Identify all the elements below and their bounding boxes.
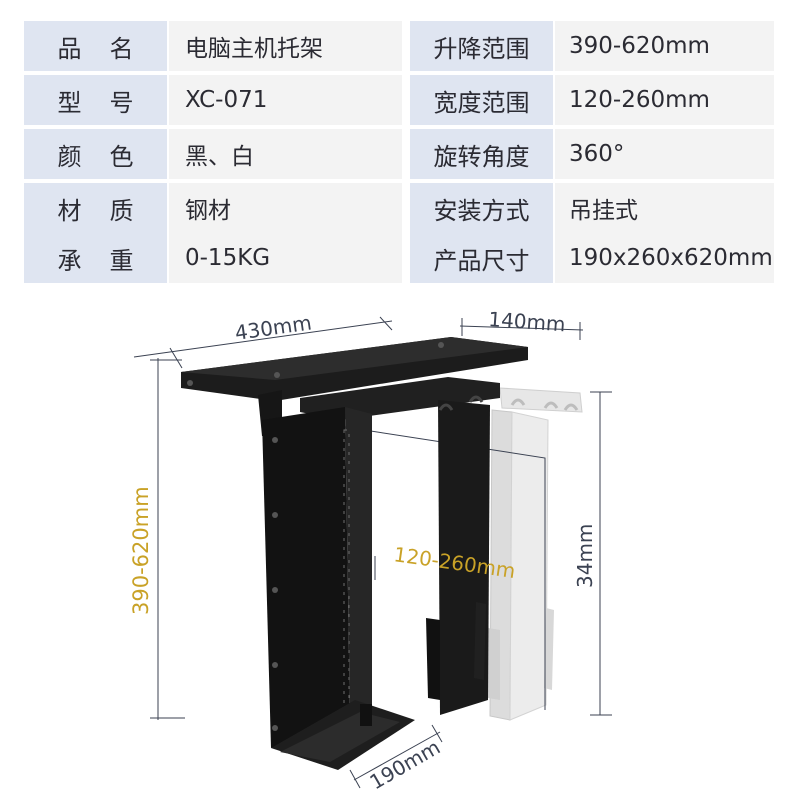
product-diagram: 430mm 140mm 390-620mm 120-260mm 34mm 190… bbox=[129, 307, 612, 794]
dim-label-height-range: 390-620mm bbox=[129, 486, 153, 615]
dim-label-width-top: 430mm bbox=[233, 310, 313, 345]
spec-row-color: 颜色 黑、白 bbox=[24, 129, 402, 179]
spec-key: 升降范围 bbox=[410, 21, 553, 71]
dim-label-depth-top: 140mm bbox=[488, 307, 567, 336]
spec-key: 产品尺寸 bbox=[410, 233, 553, 283]
spec-row-model: 型号 XC-071 bbox=[24, 75, 402, 125]
spec-value: 0-15KG bbox=[169, 233, 402, 283]
spec-table: 品名 电脑主机托架 型号 XC-071 颜色 黑、白 材质 钢材 承重 0-15… bbox=[0, 0, 800, 284]
spec-value: 黑、白 bbox=[169, 129, 402, 179]
spec-key: 旋转角度 bbox=[410, 129, 553, 179]
spec-row-material: 材质 钢材 bbox=[24, 183, 402, 233]
spec-row-install: 安装方式 吊挂式 bbox=[410, 183, 774, 233]
bracket-black bbox=[181, 337, 528, 770]
dim-label-side-height: 34mm bbox=[573, 524, 597, 588]
spec-value: 吊挂式 bbox=[555, 183, 774, 233]
spec-key: 型号 bbox=[24, 75, 167, 125]
spec-key: 颜色 bbox=[24, 129, 167, 179]
spec-row-load: 承重 0-15KG bbox=[24, 233, 402, 283]
spec-row-size: 产品尺寸 190x260x620mm bbox=[410, 233, 774, 283]
spec-key: 承重 bbox=[24, 233, 167, 283]
spec-value: 120-260mm bbox=[555, 75, 774, 125]
spec-row-width-range: 宽度范围 120-260mm bbox=[410, 75, 774, 125]
spec-row-name: 品名 电脑主机托架 bbox=[24, 21, 402, 71]
dimension-lines bbox=[133, 316, 612, 789]
spec-key: 品名 bbox=[24, 21, 167, 71]
spec-value: 钢材 bbox=[169, 183, 402, 233]
spec-key: 安装方式 bbox=[410, 183, 553, 233]
spec-row-rotation: 旋转角度 360° bbox=[410, 129, 774, 179]
spec-value: 190x260x620mm bbox=[555, 233, 774, 283]
spec-value: 360° bbox=[555, 129, 774, 179]
spec-row-lift-range: 升降范围 390-620mm bbox=[410, 21, 774, 71]
spec-value: 390-620mm bbox=[555, 21, 774, 71]
spec-key: 宽度范围 bbox=[410, 75, 553, 125]
spec-value: XC-071 bbox=[169, 75, 402, 125]
spec-value: 电脑主机托架 bbox=[169, 21, 402, 71]
spec-key: 材质 bbox=[24, 183, 167, 233]
bracket-expanded-ghost bbox=[488, 387, 583, 721]
